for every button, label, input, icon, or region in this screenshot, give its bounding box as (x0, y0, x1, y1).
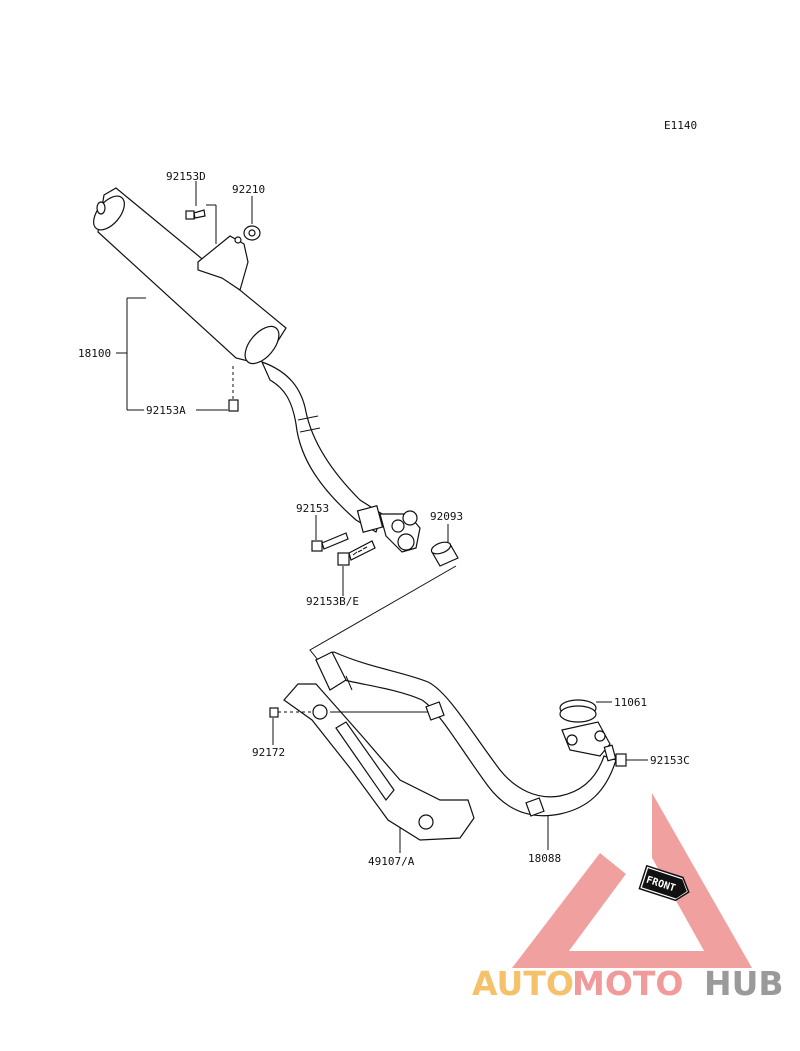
front-direction-tag: FRONT (638, 864, 690, 902)
label-92153BE: 92153B/E (306, 595, 359, 608)
diagram-code: E1140 (664, 119, 697, 132)
gasket-92093 (430, 541, 459, 567)
label-11061: 11061 (614, 696, 647, 709)
bolt-92153 (311, 532, 349, 552)
gasket-11061 (559, 699, 597, 723)
bolt-92172 (269, 707, 428, 718)
watermark-triangle (512, 793, 752, 968)
bolt-92153D (185, 209, 206, 220)
label-92210: 92210 (232, 183, 265, 196)
watermark-hub: HUB (704, 964, 784, 1003)
watermark-auto: AUTO (472, 964, 574, 1003)
header-pipe-18088 (314, 651, 617, 817)
washer-92210 (243, 225, 261, 241)
part-labels: 92153D 92210 18100 92153A 92153 92093 92… (78, 170, 690, 868)
label-92093: 92093 (430, 510, 463, 523)
label-92153C: 92153C (650, 754, 690, 767)
watermark-logo (512, 793, 752, 968)
label-92153: 92153 (296, 502, 329, 515)
bolt-92153BE (337, 540, 376, 566)
label-92153D: 92153D (166, 170, 206, 183)
heat-guard-49107A (283, 683, 475, 841)
clamp-joint (356, 505, 421, 553)
watermark-wordmark: AUTO MOTO HUB (472, 964, 784, 1003)
label-49107A: 49107/A (368, 855, 415, 868)
label-18100: 18100 (78, 347, 111, 360)
bolt-92153A (228, 366, 239, 412)
watermark-moto: MOTO (572, 964, 683, 1003)
label-18088: 18088 (528, 852, 561, 865)
label-92172: 92172 (252, 746, 285, 759)
label-92153A: 92153A (146, 404, 186, 417)
leader-lines (116, 181, 648, 853)
muffler-18100 (93, 187, 383, 533)
